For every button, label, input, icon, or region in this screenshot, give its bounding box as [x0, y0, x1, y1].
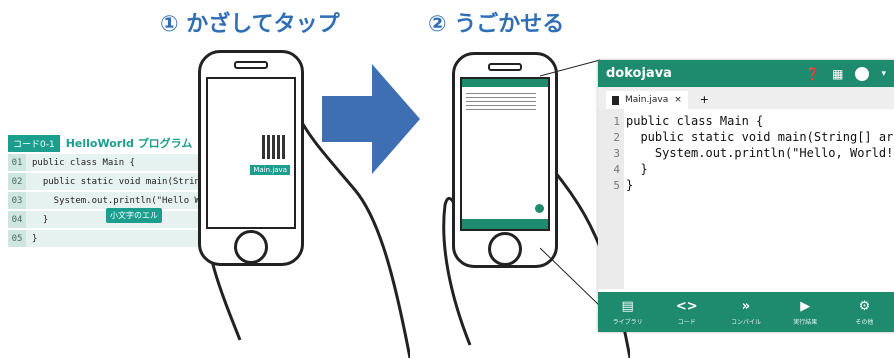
app-title: dokojava — [606, 66, 672, 81]
add-tab-button[interactable]: + — [699, 93, 709, 106]
phone-2 — [452, 52, 558, 268]
line-gutter — [598, 109, 624, 289]
editor-line: 4 } — [598, 161, 648, 177]
result-icon: ▶ — [800, 298, 811, 314]
line-number: 01 — [8, 154, 26, 171]
editor-line-number: 4 — [613, 163, 620, 176]
step2-title: ② うごかせる — [428, 12, 565, 37]
line-number: 05 — [8, 230, 26, 247]
editor-line: 1 public class Main { — [598, 113, 763, 129]
listing-header: コード0-1 HelloWorld プログラム — [8, 134, 270, 152]
editor-line-code: public static void main(String[] arg — [626, 130, 894, 144]
apps-grid-icon[interactable]: ▦ — [832, 66, 844, 81]
tab-main-java[interactable]: Main.java × — [606, 91, 688, 109]
editor-line-code: } — [626, 178, 634, 192]
editor-line-number: 3 — [613, 147, 620, 160]
editor-line: 2 public static void main(String[] arg — [598, 129, 894, 145]
code-text: public class Main { — [32, 157, 135, 168]
nav-label: 実行結果 — [793, 318, 818, 326]
mini-bottom-nav — [462, 219, 548, 229]
listing-title: HelloWorld プログラム — [65, 137, 193, 150]
bottom-nav: ▤ ライブラリ <> コード » コンパイル ▶ 実行結果 ⚙ その他 — [598, 292, 894, 332]
phone-1-home-button — [234, 230, 268, 264]
editor-line-number: 5 — [613, 179, 620, 192]
nav-library[interactable]: ▤ ライブラリ — [598, 292, 657, 332]
nav-code[interactable]: <> コード — [657, 292, 716, 332]
line-number: 04 — [8, 211, 26, 228]
editor-line-code: } — [626, 162, 648, 176]
phone-2-home-button — [488, 232, 522, 266]
code-text: } — [32, 214, 49, 225]
mini-code-lines — [466, 93, 536, 111]
callout-label: 小文字のエル — [106, 208, 162, 223]
qr-label: Main.java — [250, 165, 290, 175]
zoom-lines — [540, 59, 601, 307]
nav-label: ライブラリ — [612, 318, 643, 326]
nav-label: その他 — [855, 318, 874, 326]
editor-line-code: public class Main { — [626, 114, 764, 128]
editor-line-number: 1 — [613, 115, 620, 128]
nav-result[interactable]: ▶ 実行結果 — [776, 292, 835, 332]
tab-bar: Main.java × + — [598, 87, 894, 109]
line-number: 02 — [8, 173, 26, 190]
phone-1: Main.java — [198, 50, 304, 266]
other-icon: ⚙ — [858, 298, 871, 314]
listing-tag: コード0-1 — [8, 134, 60, 152]
nav-compile[interactable]: » コンパイル — [716, 292, 775, 332]
qr-code — [262, 135, 286, 159]
tab-label: Main.java — [625, 95, 669, 105]
nav-other[interactable]: ⚙ その他 — [835, 292, 894, 332]
editor-line: 5} — [598, 177, 633, 193]
phone-1-speaker — [234, 61, 268, 69]
mini-run-button — [535, 204, 544, 213]
code-text: } — [32, 233, 38, 244]
line-number: 03 — [8, 192, 26, 209]
library-icon: ▤ — [621, 298, 634, 314]
mini-appbar — [462, 79, 548, 87]
editor-line-code: System.out.println("Hello, World!" — [626, 146, 894, 160]
nav-label: コード — [677, 318, 696, 326]
nav-label: コンパイル — [731, 318, 762, 326]
step1-title: ① かざしてタップ — [160, 12, 340, 37]
editor-line-number: 2 — [613, 131, 620, 144]
phone-2-screen — [460, 77, 550, 231]
chevron-down-icon[interactable]: ▾ — [881, 68, 886, 79]
editor-appbar: dokojava ❓ ▦ ▾ — [598, 60, 894, 87]
file-icon — [612, 95, 619, 105]
help-icon[interactable]: ❓ — [805, 66, 821, 81]
account-icon[interactable] — [855, 66, 870, 81]
editor-window: dokojava ❓ ▦ ▾ Main.java × + 1 public cla… — [598, 60, 894, 332]
compile-icon: » — [741, 298, 751, 314]
editor-line: 3 System.out.println("Hello, World!" — [598, 145, 894, 161]
close-icon[interactable]: × — [674, 95, 682, 105]
arrow-icon — [322, 64, 420, 174]
phone-1-screen: Main.java — [206, 77, 296, 229]
code-icon: <> — [675, 298, 698, 314]
phone-2-speaker — [488, 63, 522, 71]
